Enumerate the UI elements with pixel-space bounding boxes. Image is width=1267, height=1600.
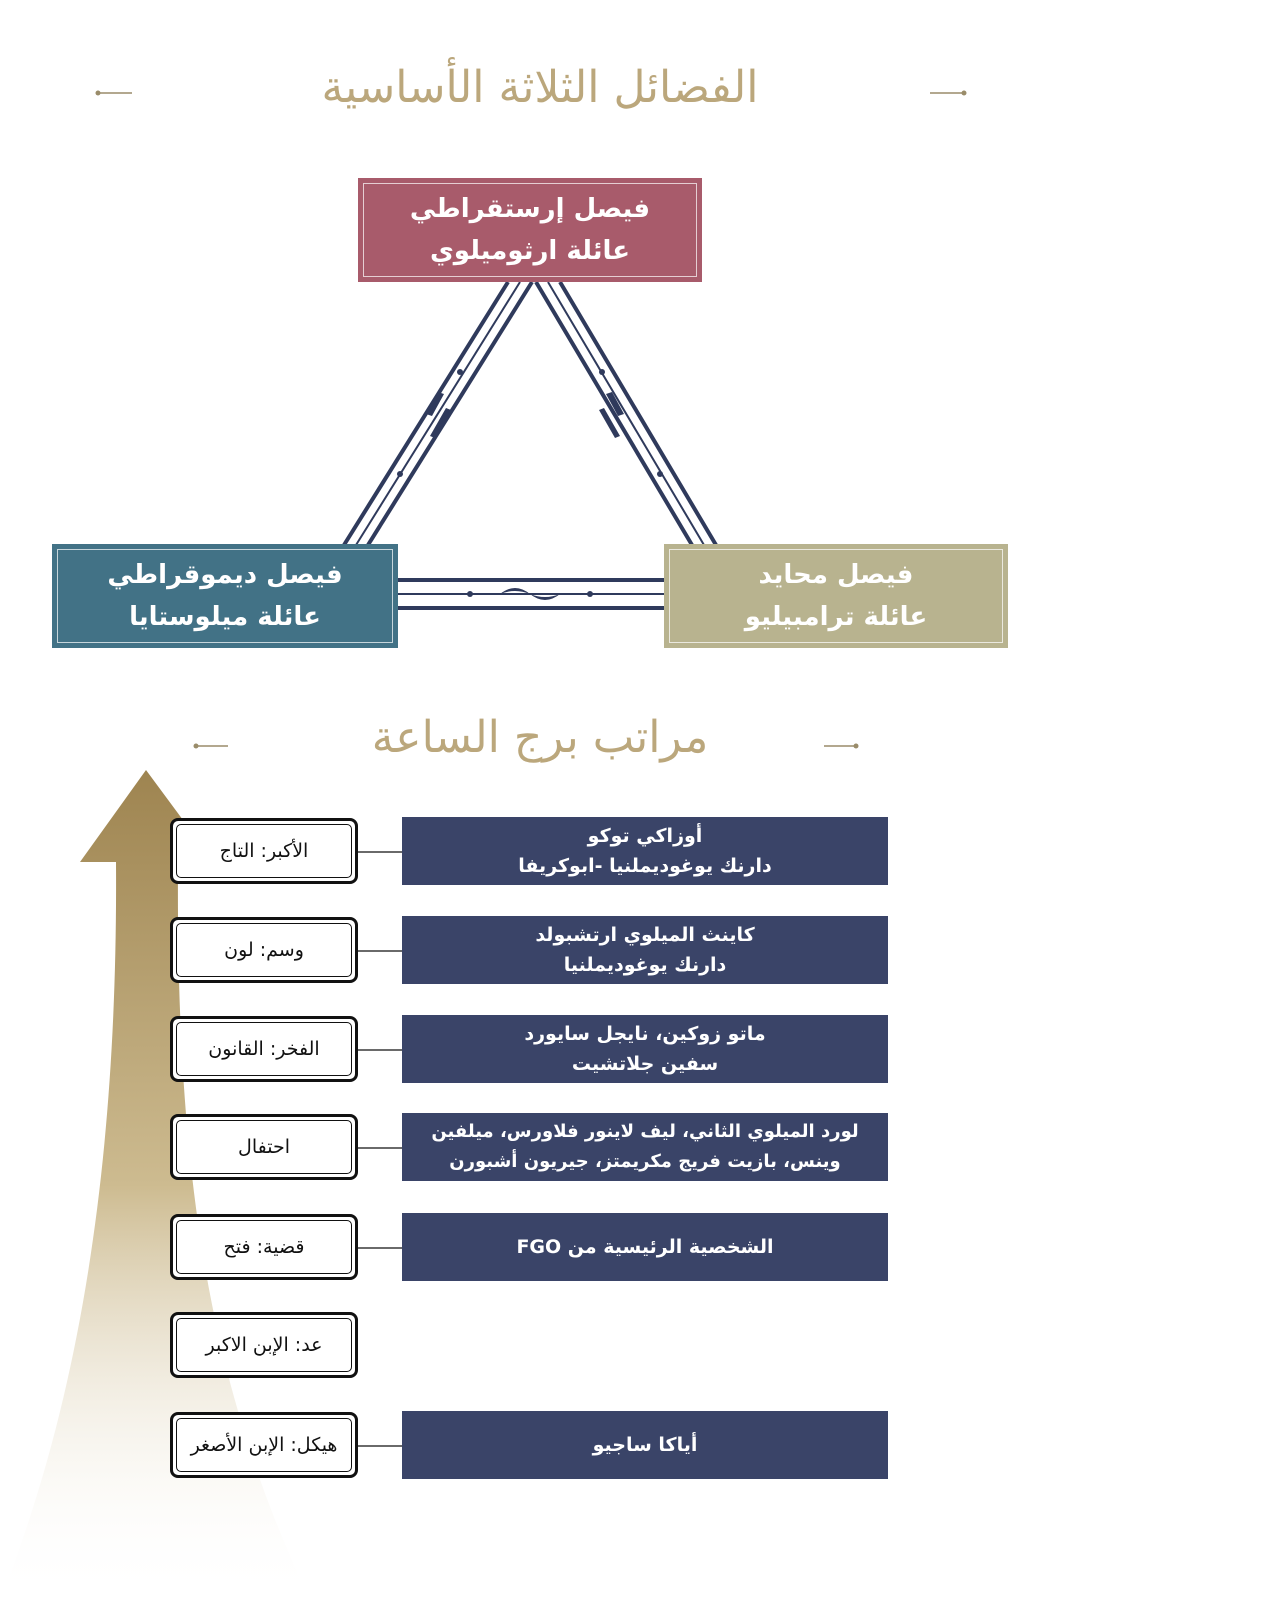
- rank-label-box: الأكبر: التاج: [170, 818, 358, 884]
- members-box: أياكا ساجيو: [402, 1411, 888, 1479]
- member-line: سفين جلاتشيت: [571, 1053, 719, 1075]
- member-line: أوزاكي توكو: [587, 825, 703, 847]
- faction-democratic-name: فيصل ديموقراطي: [107, 560, 343, 590]
- rank-connector: [358, 950, 402, 952]
- ranks-ornament-left: [193, 743, 228, 749]
- virtues-title: الفضائل الثلاثة الأساسية: [321, 62, 759, 113]
- ranks-title: مراتب برج الساعة: [371, 712, 709, 763]
- rank-label-box: قضية: فتح: [170, 1214, 358, 1280]
- faction-aristocratic-family: عائلة ارثوميلوي: [429, 236, 631, 266]
- member-line: الشخصية الرئيسية من FGO: [516, 1236, 774, 1258]
- members-box: لورد الميلوي الثاني، ليف لاينور فلاورس، …: [402, 1113, 888, 1181]
- faction-democratic: فيصل ديموقراطي عائلة ميلوستايا: [52, 544, 398, 648]
- faction-aristocratic-name: فيصل إرستقراطي: [409, 194, 651, 224]
- rank-label-box: عد: الإبن الاكبر: [170, 1312, 358, 1378]
- rank-label-box: هيكل: الإبن الأصغر: [170, 1412, 358, 1478]
- rank-label-box: احتفال: [170, 1114, 358, 1180]
- faction-triangle: [342, 280, 718, 610]
- title-ornament-right: [930, 90, 967, 96]
- rank-label-box: الفخر: القانون: [170, 1016, 358, 1082]
- rank-label-box: وسم: لون: [170, 917, 358, 983]
- members-box: الشخصية الرئيسية من FGO: [402, 1213, 888, 1281]
- member-line: كاينث الميلوي ارتشبولد: [535, 924, 755, 946]
- member-line: وينس، بازيت فريج مكريمتز، جيريون أشبورن: [449, 1151, 841, 1172]
- faction-neutral-family: عائلة ترامبيليو: [744, 602, 928, 632]
- rank-connector: [358, 1049, 402, 1051]
- rank-connector: [358, 1445, 402, 1447]
- faction-neutral: فيصل محايد عائلة ترامبيليو: [664, 544, 1008, 648]
- title-ornament-left: [95, 90, 132, 96]
- member-line: أياكا ساجيو: [592, 1434, 698, 1456]
- rank-connector: [358, 1147, 402, 1149]
- member-line: دارنك يوغوديملنيا: [563, 954, 727, 976]
- rank-connector: [358, 1247, 402, 1249]
- members-box: كاينث الميلوي ارتشبولد دارنك يوغوديملنيا: [402, 916, 888, 984]
- rank-connector: [358, 851, 402, 853]
- faction-democratic-family: عائلة ميلوستايا: [129, 602, 321, 632]
- members-box: ماتو زوكين، نايجل سايورد سفين جلاتشيت: [402, 1015, 888, 1083]
- member-line: دارنك يوغوديملنيا -ابوكريفا: [518, 855, 772, 877]
- faction-neutral-name: فيصل محايد: [758, 560, 914, 590]
- ranks-ornament-right: [824, 743, 859, 749]
- faction-aristocratic: فيصل إرستقراطي عائلة ارثوميلوي: [358, 178, 702, 282]
- members-box: أوزاكي توكو دارنك يوغوديملنيا -ابوكريفا: [402, 817, 888, 885]
- member-line: ماتو زوكين، نايجل سايورد: [524, 1023, 766, 1045]
- hierarchy-arrow: [0, 770, 310, 1600]
- member-line: لورد الميلوي الثاني، ليف لاينور فلاورس، …: [431, 1121, 859, 1142]
